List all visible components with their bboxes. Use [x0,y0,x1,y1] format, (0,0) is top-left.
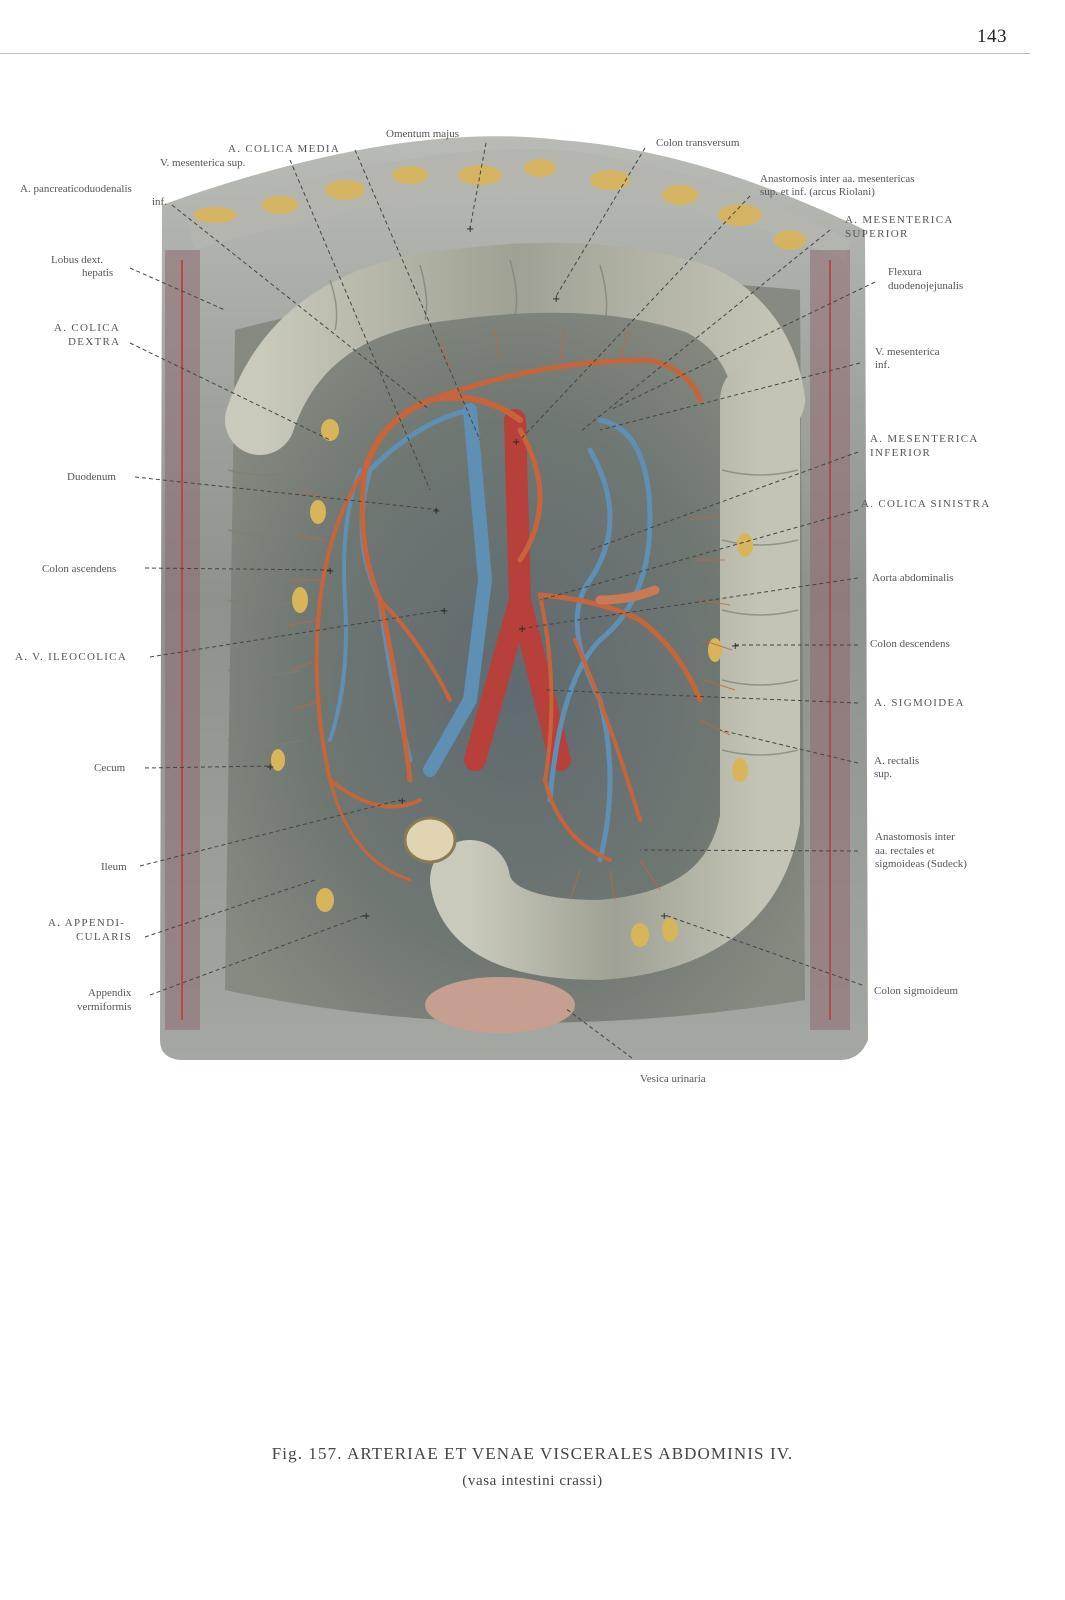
label-anastomosis-riolani-2: sup. et inf. (arcus Riolani) [760,186,875,198]
label-vesica-urinaria: Vesica urinaria [640,1073,706,1085]
label-a-mesenterica-superior-1: A. MESENTERICA [845,214,954,226]
svg-text:+: + [326,566,334,577]
colon-frame [225,242,805,981]
label-a-colica-dextra-1: A. COLICA [54,322,121,334]
label-a-rectalis-sup-2: sup. [874,768,893,780]
svg-text:+: + [512,437,520,448]
label-cecum: Cecum [94,762,126,774]
label-colon-ascendens: Colon ascendens [42,563,117,575]
label-a-colica-dextra-2: DEXTRA [68,336,121,348]
label-duodenum: Duodenum [67,471,116,483]
label-anastomosis-riolani-1: Anastomosis inter aa. mesentericas [760,173,915,185]
omentum-majus [185,148,850,260]
label-anastomosis-sudeck-1: Anastomosis inter [875,831,955,843]
aorta [464,409,571,771]
label-colon-transversum: Colon transversum [656,137,740,149]
label-a-v-ileocolica: A. V. ILEOCOLICA [15,651,128,663]
svg-text:+: + [398,796,406,807]
header-rule [0,53,1030,54]
omentum-fat [193,159,806,250]
vesica-urinaria [425,977,575,1033]
page-number: 143 [977,26,1007,47]
label-flexura: Flexura [888,266,922,278]
label-anastomosis-sudeck-2: aa. rectales et [875,845,935,857]
svg-text:+: + [518,624,526,635]
label-v-mesenterica-inf-2: inf. [875,359,890,371]
svg-text:+: + [266,762,274,773]
colon-fat-appendages [271,419,753,947]
small-vessels [289,329,736,901]
label-a-appendicularis-2: CULARIS [76,931,133,943]
svg-text:+: + [440,606,448,617]
label-appendix-1: Appendix [88,987,132,999]
label-a-pancreaticoduodenalis-inf: inf. [152,196,167,208]
label-ileum: Ileum [101,861,127,873]
ileum-opening [403,816,457,864]
label-appendix-2: vermiformis [77,1001,132,1013]
label-a-sigmoidea: A. SIGMOIDEA [874,697,965,709]
label-omentum-majus: Omentum majus [386,128,460,140]
label-a-mesenterica-inferior-1: A. MESENTERICA [870,433,979,445]
label-v-mesenterica-sup: V. mesenterica sup. [160,157,246,169]
label-a-rectalis-sup-1: A. rectalis [874,755,920,767]
label-a-appendicularis-1: A. APPENDI- [48,917,126,929]
svg-text:+: + [466,224,474,235]
svg-text:+: + [660,911,668,922]
label-a-colica-media: A. COLICA MEDIA [228,143,341,155]
label-v-mesenterica-inf: V. mesenterica [875,346,940,358]
label-anastomosis-sudeck-3: sigmoideas (Sudeck) [875,858,967,870]
label-lobus-dext-hepatis: hepatis [82,267,114,279]
arteries [314,357,703,882]
label-flexura-duodenojejunalis: duodenojejunalis [888,280,964,292]
label-colon-sigmoideum: Colon sigmoideum [874,985,959,997]
label-a-mesenterica-inferior-2: INFERIOR [870,447,932,459]
label-colon-descendens: Colon descendens [870,638,950,650]
leader-markers: + + + + + + + + + + + + [266,224,739,922]
label-a-mesenterica-superior-2: SUPERIOR [845,228,909,240]
figure-caption-title: Fig. 157. ARTERIAE ET VENAE VISCERALES A… [271,1444,794,1463]
label-a-pancreaticoduodenalis: A. pancreaticoduodenalis [20,183,132,195]
anatomical-illustration: + + + + + + + + + + + + [129,136,876,1060]
label-aorta-abdominalis: Aorta abdominalis [872,572,954,584]
leader-lines [129,142,876,1059]
svg-text:+: + [362,911,370,922]
figure-caption-subtitle: (vasa intestini crassi) [462,1473,603,1489]
svg-text:+: + [731,641,739,652]
label-a-colica-sinistra: A. COLICA SINISTRA [861,498,991,510]
label-lobus-dext: Lobus dext. [51,254,103,266]
svg-text:+: + [432,506,440,517]
svg-text:+: + [552,294,560,305]
